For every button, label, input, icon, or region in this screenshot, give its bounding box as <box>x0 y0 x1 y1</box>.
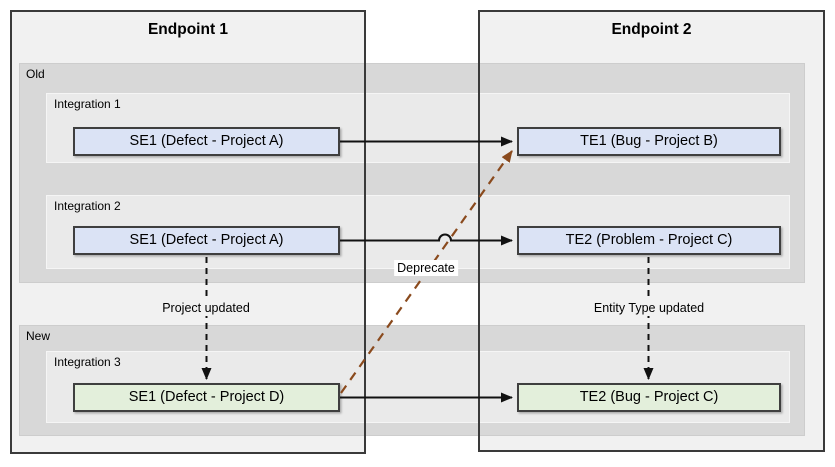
entity-type-updated-label: Entity Type updated <box>590 300 708 316</box>
entity-se1-integration3: SE1 (Defect - Project D) <box>73 383 340 412</box>
endpoint-1-title: Endpoint 1 <box>147 21 229 38</box>
entity-se1-integration1: SE1 (Defect - Project A) <box>73 127 340 156</box>
entity-te2-integration2: TE2 (Problem - Project C) <box>517 226 781 255</box>
integration-2-label: Integration 2 <box>54 199 121 213</box>
entity-te1-integration1: TE1 (Bug - Project B) <box>517 127 781 156</box>
project-updated-label: Project updated <box>159 300 253 316</box>
entity-te2-integration3: TE2 (Bug - Project C) <box>517 383 781 412</box>
integration-1-label: Integration 1 <box>54 97 121 111</box>
deprecate-label: Deprecate <box>394 260 458 276</box>
entity-se1-integration2: SE1 (Defect - Project A) <box>73 226 340 255</box>
integration-3-label: Integration 3 <box>54 355 121 369</box>
endpoint-2-title: Endpoint 2 <box>611 21 692 38</box>
new-group-label: New <box>26 329 51 343</box>
old-group-label: Old <box>26 67 45 81</box>
